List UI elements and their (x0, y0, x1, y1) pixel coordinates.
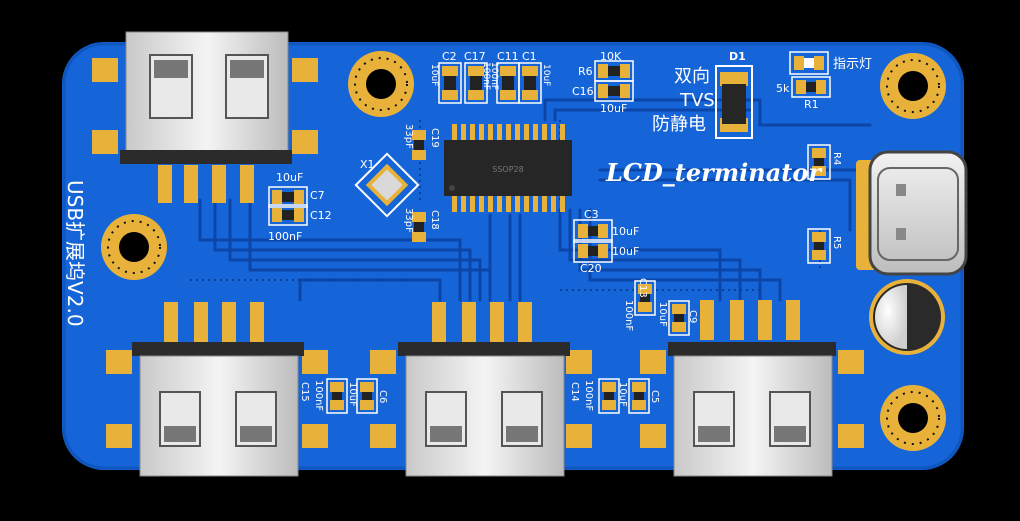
d1-label: D1 (729, 50, 746, 63)
tvs-label-3: 防静电 (652, 114, 706, 135)
c3-value: 10uF (612, 225, 639, 238)
usb-c-port (856, 150, 968, 276)
tvs-diode-d1 (715, 65, 753, 139)
r6-label: R6 (578, 65, 593, 78)
indicator-label: 指示灯 (833, 57, 872, 72)
c11-label: C11 (497, 50, 519, 63)
board-title: USB扩展坞V2.0 (63, 180, 87, 327)
c5-value: 10uF (617, 382, 628, 407)
c6-label: C6 (377, 390, 388, 403)
c7-label: C7 (310, 189, 325, 202)
crystal-x1 (354, 152, 420, 218)
c13-value: 100nF (623, 300, 634, 331)
c20-label: C20 (580, 262, 602, 275)
c3-label: C3 (584, 208, 599, 221)
smd-components (268, 51, 831, 414)
c19-value: 33pF (403, 124, 414, 149)
c1-value: 10uF (541, 64, 551, 86)
usb-a-port-bottom-3 (640, 300, 864, 477)
mounting-hole-top-left (348, 51, 414, 117)
c12-value: 100nF (268, 230, 302, 243)
c16-value: 10uF (600, 102, 627, 115)
r6-value: 10K (600, 50, 622, 63)
c14-value: 100nF (583, 380, 594, 411)
r5-label: R5 (831, 236, 842, 249)
tvs-label-2: TVS (679, 90, 715, 111)
r1-value: 5k (776, 82, 790, 95)
c5-label: C5 (649, 390, 660, 403)
usb-a-port-bottom-1 (106, 302, 328, 477)
c20-value: 10uF (612, 245, 639, 258)
c17-label: C17 (464, 50, 486, 63)
c15-value: 100nF (313, 380, 324, 411)
c14-label: C14 (569, 382, 580, 402)
x1-label: X1 (360, 158, 375, 171)
c19-label: C19 (429, 128, 440, 148)
c16-label: C16 (572, 85, 594, 98)
mounting-hole-bottom-right (880, 385, 946, 451)
c18-value: 33pF (403, 208, 414, 233)
c15-label: C15 (299, 382, 310, 402)
mounting-hole-top-right (880, 53, 946, 119)
c13-label: C13 (637, 278, 648, 298)
via-dots (190, 120, 821, 291)
board-name: LCD_terminator (605, 158, 823, 187)
usb-hub-ic (444, 124, 572, 212)
c1-label: C1 (522, 50, 537, 63)
c9-label: C9 (687, 310, 698, 323)
c11-value: 100nF (481, 62, 491, 90)
mounting-hole-left (101, 214, 167, 280)
r4-label: R4 (831, 152, 842, 165)
buzzer (869, 279, 945, 355)
c17-value: 100nF (489, 62, 499, 90)
c7-value: 10uF (276, 171, 303, 184)
tvs-label-1: 双向 (674, 66, 710, 87)
usb-a-port-bottom-2 (370, 302, 592, 477)
c2-value: 10uF (429, 64, 439, 86)
c18-label: C18 (429, 210, 440, 230)
usb-a-port-top (92, 31, 318, 203)
ic-marking: SSOP28 (492, 165, 523, 174)
c12-label: C12 (310, 209, 332, 222)
c2-label: C2 (442, 50, 457, 63)
c6-value: 10uF (347, 382, 358, 407)
c9-value: 10uF (657, 302, 668, 327)
r1-label: R1 (804, 98, 819, 111)
